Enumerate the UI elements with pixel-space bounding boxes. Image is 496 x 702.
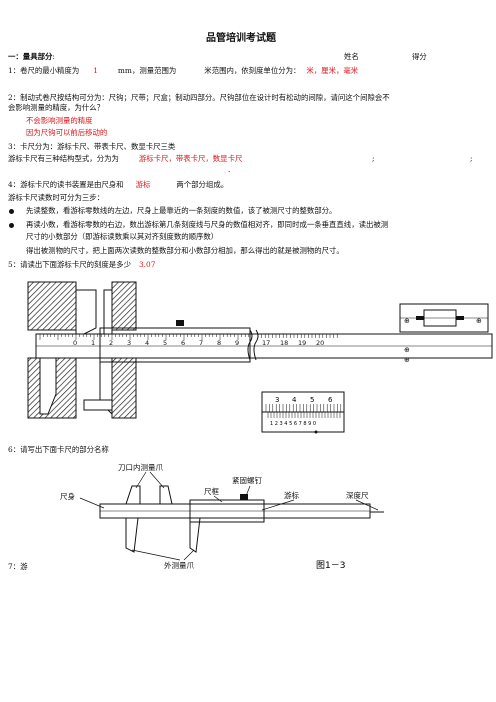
- upper-jaw-moving: [103, 289, 113, 335]
- question-6: 6：请写出下面卡尺的部分名称: [8, 445, 109, 454]
- figure-caption: 图1－3: [316, 560, 345, 571]
- section-heading: 一：量具部分:: [8, 52, 55, 61]
- answer-4: 游标: [135, 180, 151, 189]
- lower-jaw-fixed: [39, 357, 57, 415]
- label-frame: 尺框: [204, 486, 219, 496]
- workpiece-right-lower: [111, 357, 137, 419]
- answer-5: 3.07: [138, 260, 156, 269]
- step-2-line1: 再读小数，看游标零数的右边，数出游标第几条刻度线与尺身的数值相对齐，即同时成一条…: [26, 220, 389, 229]
- answer-2b: 因为尺钩可以前后移动的: [26, 128, 108, 137]
- main-scale-labels: 0 1 2 3 4 5 6 7 8 9 17 18 19 20: [73, 339, 324, 347]
- label-depth: 深度尺: [346, 490, 369, 500]
- label-screw: 紧固螺钉: [232, 475, 262, 485]
- step-1: 先读整数，看游标零数线的左边，尺身上最靠近的一条刻度的数值，该了被测尺寸的整数部…: [26, 206, 337, 215]
- question-2-line1: 2：制动式卷尺按结构可分为：尺钩；尺带；尺盒；制动四部分。尺钩部位在设计时有松动…: [8, 93, 390, 102]
- scale-label-6: 6: [181, 339, 185, 347]
- period-mark: .: [228, 165, 231, 174]
- score-field-label: 得分: [412, 52, 427, 61]
- scale-label-5: 5: [163, 339, 167, 347]
- workpiece-left: [27, 281, 77, 331]
- question-4: 4：游标卡尺的读书装置是由尺身和游标两个部分组成。: [8, 180, 229, 189]
- step-3: 得出被测物的尺寸，把上面两次读数的整数部分和小数部分相加，那么得出的就是被测物的…: [26, 246, 344, 255]
- upper-jaw-fixed: [75, 289, 97, 335]
- scale-label-17: 17: [262, 339, 270, 347]
- inset-label-4: 4: [292, 396, 297, 404]
- main-scale-ticks: [39, 334, 338, 340]
- bullet-icon: [9, 223, 14, 228]
- inset-label-5: 5: [310, 396, 314, 404]
- vernier-caliper-figure: 0 1 2 3 4 5 6 7 8 9 17 18 19 20 ⊕ ⊕ ⊕ ⊕ …: [27, 281, 493, 434]
- question-2-line2: 会影响测量的精度，为什么？: [8, 103, 105, 112]
- answer-precision: 1: [93, 66, 98, 75]
- bullet-icon: [9, 209, 14, 214]
- question-3-line2: 游标卡尺有三种结构型式，分为为游标卡尺，带表卡尺，数显卡尺: [8, 154, 243, 163]
- scale-label-8: 8: [217, 339, 221, 347]
- question-3-line1: 3：卡尺分为：游标卡尺、带表卡尺、数显卡尺三类: [8, 142, 176, 151]
- semicolon-2: ;: [470, 154, 473, 163]
- label-vernier: 游标: [284, 490, 299, 500]
- workpiece-right: [111, 281, 137, 331]
- vernier-slider: [99, 327, 251, 363]
- vernier-inset: 3 4 5 6 1 2 3 4 5 6 7 8 9 0: [261, 391, 345, 434]
- inset-label-6: 6: [328, 396, 333, 404]
- answer-units: 米，厘米，毫米: [306, 66, 359, 75]
- label-outer-jaw: 外测量爪: [164, 560, 194, 570]
- scale-label-19: 19: [298, 339, 306, 347]
- screw-symbol: ⊕: [404, 317, 410, 325]
- slider-frame: [189, 499, 265, 523]
- clamp-screw: [176, 320, 184, 326]
- scale-label-9: 9: [235, 339, 239, 347]
- scale-label-3: 3: [127, 339, 131, 347]
- question-7: 7：游: [8, 562, 28, 571]
- scale-label-4: 4: [145, 339, 149, 347]
- scale-label-18: 18: [280, 339, 288, 347]
- scale-label-1: 1: [91, 339, 95, 347]
- caliper-parts-figure: 刀口内测量爪 紧固螺钉 尺框 尺身 游标 深度尺 外测量爪 图1－3: [60, 462, 384, 571]
- inset-label-3: 3: [275, 396, 279, 404]
- screw-symbol: ⊕: [404, 356, 410, 364]
- page-title: 品管培训考试题: [206, 33, 276, 44]
- scale-label-7: 7: [199, 339, 203, 347]
- inset-vernier-digits: 1 2 3 4 5 6 7 8 9 0: [270, 421, 316, 427]
- screw-symbol: ⊕: [404, 346, 410, 354]
- semicolon-1: ;: [372, 154, 375, 163]
- scale-label-0: 0: [73, 339, 77, 347]
- reading-steps-intro: 游标卡尺读数时可分为三步：: [8, 193, 105, 202]
- answer-2a: 不会影响测量的精度: [26, 116, 93, 125]
- label-body: 尺身: [60, 491, 75, 501]
- answer-3: 游标卡尺，带表卡尺，数显卡尺: [138, 154, 243, 163]
- screw-symbol: ⊕: [476, 317, 482, 325]
- step-2-line2: 尺寸的小数部分（即游标读数乘以其对齐刻度数的顺序数）: [26, 232, 219, 241]
- label-inner-jaw: 刀口内测量爪: [118, 462, 163, 472]
- name-field-label: 姓名: [344, 52, 359, 61]
- scale-label-20: 20: [316, 339, 324, 347]
- scale-label-2: 2: [109, 339, 113, 347]
